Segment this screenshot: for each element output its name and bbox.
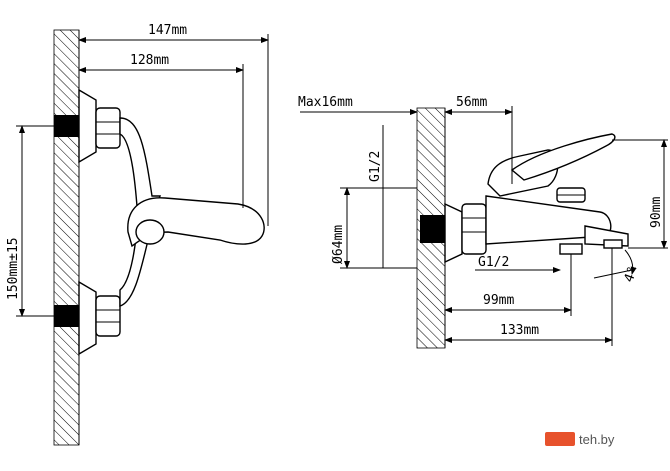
nut-upper: [95, 107, 121, 149]
dim-90: 90mm: [649, 197, 664, 228]
inlet-side: [420, 215, 445, 243]
flange-lower: [78, 280, 97, 356]
aerator: [603, 239, 623, 249]
inlet-lower: [54, 305, 79, 327]
front-view: 147mm 128mm 150mm±15: [6, 23, 269, 446]
inlet-upper: [54, 115, 79, 137]
dim-angle: 4°: [622, 265, 641, 285]
dim-128: 128mm: [130, 53, 169, 68]
wall-left: [53, 29, 80, 446]
dim-147: 147mm: [148, 23, 187, 38]
cartridge-cap: [135, 219, 165, 245]
side-view: Max16mm 56mm G1/2 Ø64mm 90mm G1/2 4° 99m…: [298, 95, 668, 349]
dim-max16: Max16mm: [298, 95, 353, 110]
dim-g12-top: G1/2: [368, 151, 383, 182]
angle-line: [593, 269, 633, 279]
flange-side: [444, 202, 463, 264]
dim-150: 150mm±15: [6, 237, 21, 300]
dim-g12-bottom: G1/2: [478, 255, 509, 270]
nut-side: [461, 203, 487, 255]
dim-133: 133mm: [500, 323, 539, 338]
flange-upper: [78, 88, 97, 164]
shower-outlet: [559, 243, 583, 255]
nut-lower: [95, 295, 121, 337]
dim-99: 99mm: [483, 293, 514, 308]
watermark-text: teh.by: [579, 431, 615, 447]
watermark: teh.by: [545, 428, 665, 450]
side-lever: [510, 133, 616, 181]
dim-dia64: Ø64mm: [331, 225, 346, 264]
watermark-logo-icon: [545, 432, 575, 446]
dim-56: 56mm: [456, 95, 487, 110]
